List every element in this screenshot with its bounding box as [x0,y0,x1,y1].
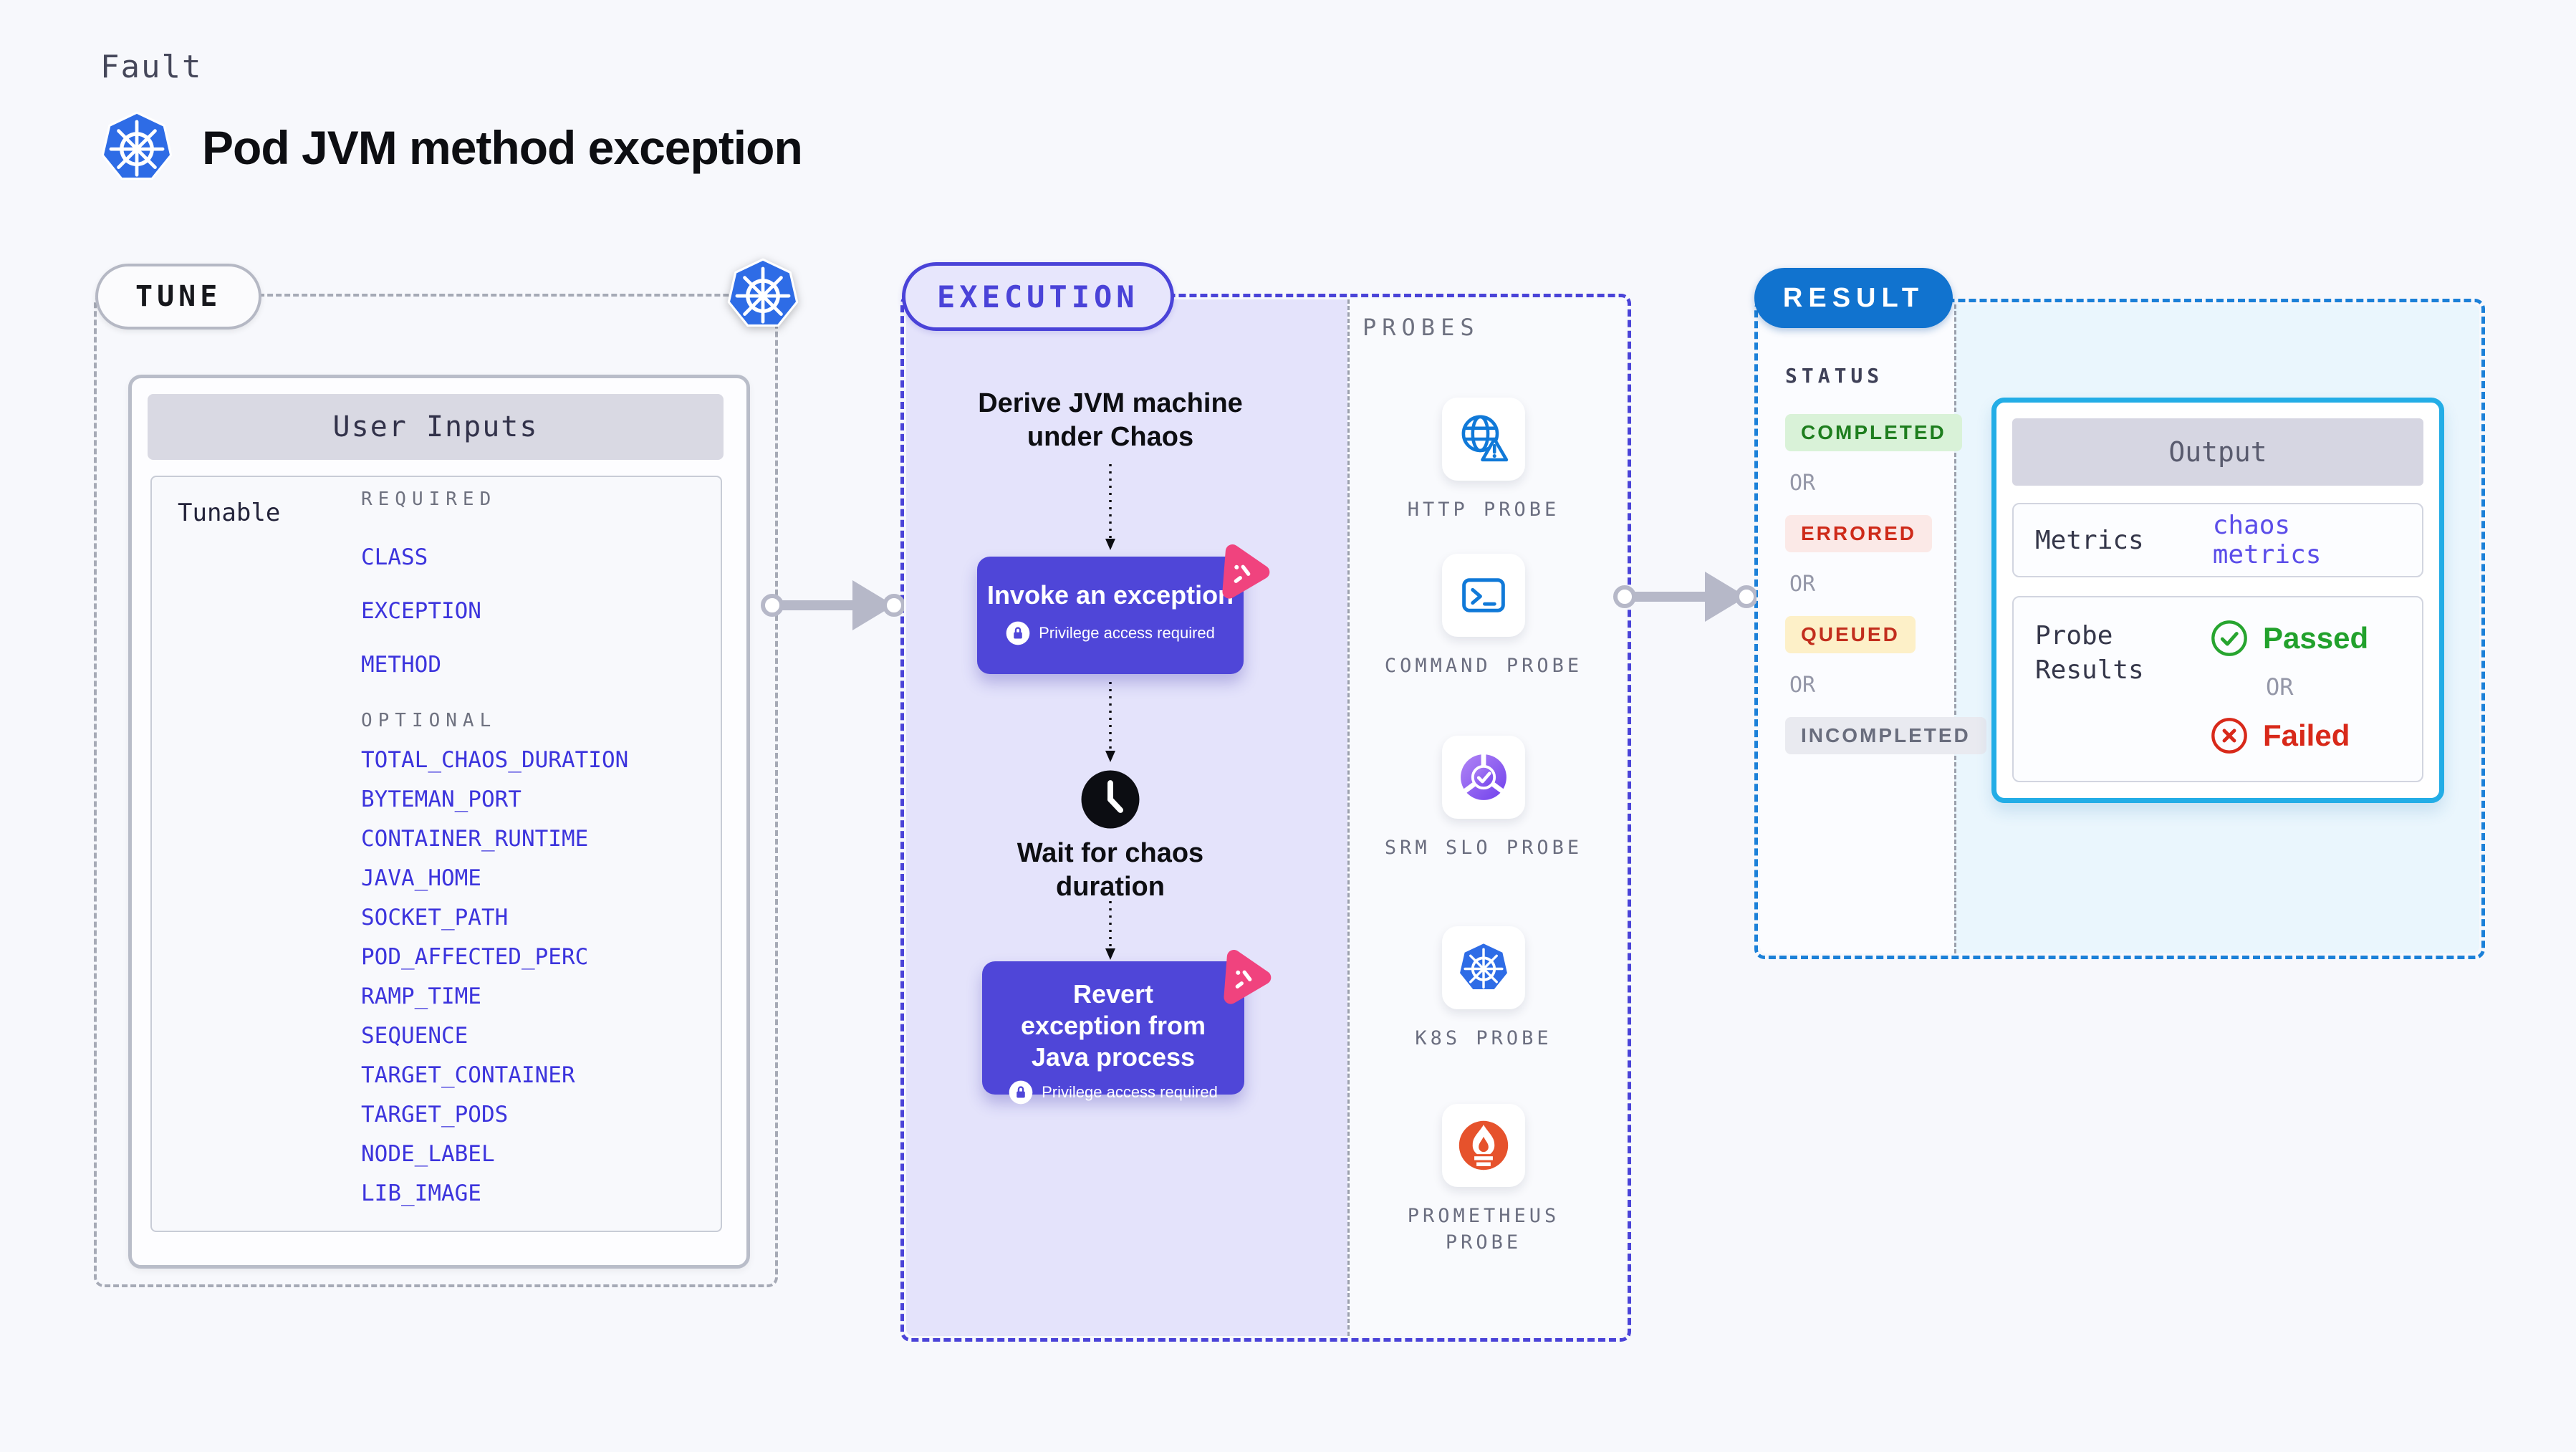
chaos-logo-icon [1208,943,1279,1014]
status-badge-errored: ERRORED [1785,515,1933,552]
param-item: CLASS [361,544,428,570]
user-inputs-card: User Inputs Tunable REQUIRED CLASS EXCEP… [128,375,750,1269]
param-item: JAVA_HOME [361,865,481,891]
derive-step-label: Derive JVM machine under Chaos [978,388,1243,452]
probe-label: HTTP PROBE [1407,499,1560,521]
chaos-logo-icon [1206,537,1277,608]
flow-connector-arrow [1105,682,1115,762]
privilege-row: Privilege access required [982,1080,1244,1105]
probe-card [1442,398,1525,481]
param-item: NODE_LABEL [361,1140,495,1167]
kubernetes-icon [1456,941,1511,995]
passed-label: Passed [2263,621,2369,655]
tunable-label: Tunable [178,499,281,527]
probe-item-k8s: K8S PROBE [1376,926,1591,1052]
param-item: TARGET_CONTAINER [361,1062,575,1088]
or-label: OR [2266,673,2294,701]
lock-icon [1009,1080,1033,1105]
kubernetes-icon [99,107,175,188]
fault-label: Fault [100,49,203,85]
status-badge-incompleted: INCOMPLETED [1785,717,1986,754]
probe-card [1442,554,1525,637]
probe-results-label: Probe Results [2035,621,2144,685]
page-title: Pod JVM method exception [202,121,803,174]
probe-label: SRM SLO PROBE [1384,837,1583,859]
check-circle-icon [2210,619,2249,658]
failed-label: Failed [2263,718,2350,752]
output-header: Output [2012,418,2423,486]
flow-connector-arrow [1105,901,1115,960]
metrics-label: Metrics [2035,525,2144,555]
flow-connector-arrow [1105,464,1115,550]
param-item: METHOD [361,651,441,678]
prometheus-flame-icon [1456,1118,1511,1173]
x-circle-icon [2210,716,2249,755]
probe-results-row: Probe Results Passed OR Failed [2012,596,2423,782]
terminal-icon [1456,568,1511,622]
probe-item-srm-slo: SRM SLO PROBE [1376,736,1591,861]
probe-item-http: HTTP PROBE [1376,398,1591,523]
privilege-note: Privilege access required [1042,1083,1218,1101]
param-item: POD_AFFECTED_PERC [361,943,589,970]
param-item: CONTAINER_RUNTIME [361,825,589,852]
status-column: STATUS COMPLETED OR ERRORED OR QUEUED OR… [1785,364,1986,754]
tunable-list: Tunable REQUIRED CLASS EXCEPTION METHOD … [150,476,722,1232]
kubernetes-icon [725,255,801,334]
tune-badge: TUNE [95,264,262,330]
result-badge: RESULT [1754,268,1953,328]
lock-icon [1006,621,1030,645]
optional-param-list: TOTAL_CHAOS_DURATION BYTEMAN_PORT CONTAI… [361,740,705,1213]
metrics-row: Metrics chaos metrics [2012,503,2423,577]
param-item: TARGET_PODS [361,1101,509,1128]
probe-results-values: Passed OR Failed [2210,619,2368,755]
invoke-exception-step: Invoke an exception Privilege access req… [977,557,1244,674]
probe-item-command: COMMAND PROBE [1376,554,1591,679]
step-title: Revert exception from Java process [1020,979,1206,1072]
probe-card [1442,736,1525,819]
tune-panel [94,294,778,1287]
globe-alert-icon [1456,412,1511,466]
param-columns: REQUIRED CLASS EXCEPTION METHOD OPTIONAL… [361,489,705,1213]
or-label: OR [1789,471,1816,496]
probes-section-label: PROBES [1363,314,1480,341]
param-item: TOTAL_CHAOS_DURATION [361,746,629,773]
param-item: SOCKET_PATH [361,904,509,931]
execution-to-result-arrow [1613,564,1756,629]
title-row: Pod JVM method exception [99,107,803,188]
probe-item-prometheus: PROMETHEUS PROBE [1376,1104,1591,1256]
privilege-note: Privilege access required [1039,624,1215,642]
status-section-label: STATUS [1785,364,1884,388]
passed-row: Passed [2210,619,2368,658]
step-title: Invoke an exception [986,580,1234,610]
failed-row: Failed [2210,716,2368,755]
execution-badge: EXECUTION [902,262,1174,331]
required-section-label: REQUIRED [361,489,497,510]
slo-donut-icon [1456,750,1511,804]
status-badge-completed: COMPLETED [1785,414,1962,451]
param-item: SEQUENCE [361,1022,468,1049]
output-card: Output Metrics chaos metrics Probe Resul… [1991,398,2444,803]
probe-card [1442,926,1525,1009]
user-inputs-header: User Inputs [148,394,724,460]
required-param-list: CLASS EXCEPTION METHOD [361,530,705,691]
probe-label: K8S PROBE [1415,1027,1552,1049]
param-item: RAMP_TIME [361,983,481,1009]
status-badge-queued: QUEUED [1785,616,1916,653]
param-item: EXCEPTION [361,597,481,624]
probe-label: PROMETHEUS PROBE [1407,1205,1560,1254]
privilege-row: Privilege access required [977,621,1244,645]
clock-icon [1079,768,1142,831]
wait-step-label: Wait for chaos duration [1017,838,1204,902]
tune-to-execution-arrow [761,573,904,638]
probe-label: COMMAND PROBE [1384,655,1583,677]
or-label: OR [1789,673,1816,698]
param-item: BYTEMAN_PORT [361,786,522,812]
optional-section-label: OPTIONAL [361,710,497,731]
probe-card [1442,1104,1525,1187]
revert-exception-step: Revert exception from Java process Privi… [982,961,1244,1095]
or-label: OR [1789,572,1816,597]
param-item: LIB_IMAGE [361,1180,481,1206]
metrics-value: chaos metrics [2212,511,2322,569]
